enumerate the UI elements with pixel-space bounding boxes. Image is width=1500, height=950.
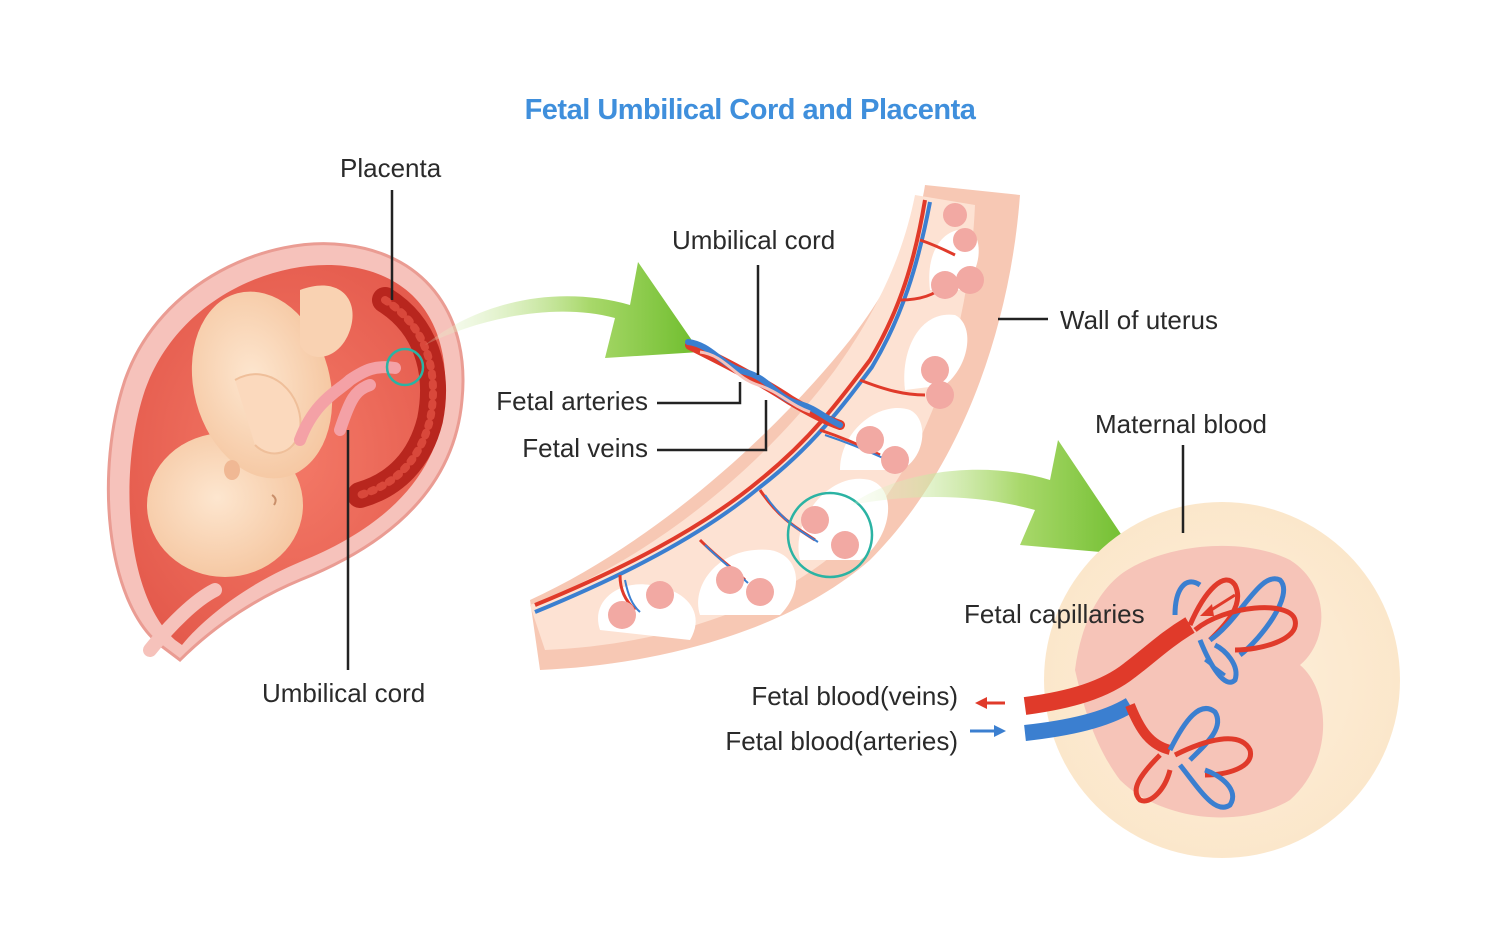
- uterus-illustration: [106, 242, 465, 662]
- label-umbilical-cord-left: Umbilical cord: [262, 678, 426, 708]
- placenta-cross-section: [530, 185, 1020, 670]
- green-arrow-icon: [425, 262, 700, 358]
- label-fetal-blood-veins: Fetal blood(veins): [751, 681, 958, 711]
- magnifier-circle-medium: [786, 491, 874, 579]
- label-umbilical-cord-middle: Umbilical cord: [672, 225, 836, 255]
- label-maternal-blood: Maternal blood: [1095, 409, 1267, 439]
- label-fetal-veins: Fetal veins: [522, 433, 648, 463]
- label-fetal-arteries: Fetal arteries: [496, 386, 648, 416]
- magnifier-circle-small: [385, 347, 425, 387]
- label-wall-of-uterus: Wall of uterus: [1060, 305, 1218, 335]
- legend-red-arrow-icon: [975, 697, 1005, 709]
- zoomed-villus: [1023, 502, 1400, 858]
- legend-blue-arrow-icon: [970, 725, 1006, 737]
- diagram-title: Fetal Umbilical Cord and Placenta: [524, 94, 976, 126]
- green-arrow-icon: [850, 440, 1135, 555]
- label-placenta: Placenta: [340, 153, 442, 183]
- label-fetal-capillaries: Fetal capillaries: [964, 599, 1145, 629]
- label-fetal-blood-arteries: Fetal blood(arteries): [725, 726, 958, 756]
